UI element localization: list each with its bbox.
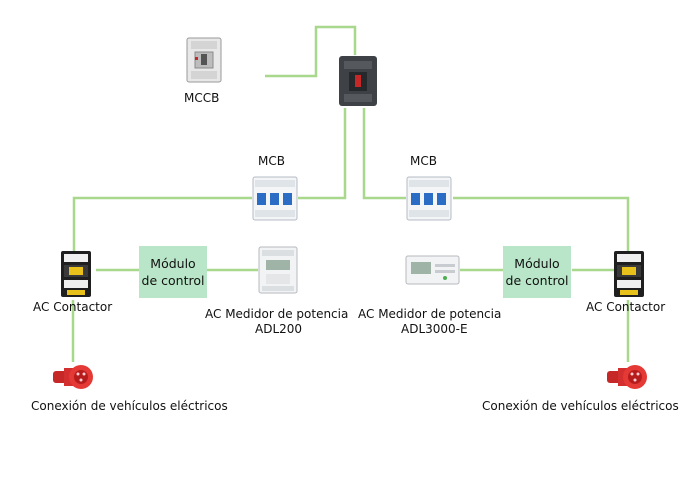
ev-plug-icon bbox=[607, 365, 647, 389]
control-module-line1: Módulo bbox=[150, 256, 196, 271]
mccb-breaker-icon bbox=[186, 37, 222, 83]
ev-right-label: Conexión de vehículos eléctricos bbox=[482, 399, 679, 413]
mcb-breaker-icon bbox=[252, 176, 298, 221]
wire-main-to-right-mcb bbox=[362, 108, 406, 200]
mcb-breaker-icon bbox=[406, 176, 452, 221]
wire-mccb-to-main bbox=[265, 25, 357, 78]
power-meter-icon bbox=[258, 246, 298, 294]
meter-left-label-line2: ADL200 bbox=[255, 322, 303, 336]
control-module-line1: Módulo bbox=[514, 256, 560, 271]
ac-contactor-icon bbox=[61, 251, 91, 297]
control-module-line2: de control bbox=[505, 273, 569, 288]
mcb-left-label: MCB bbox=[258, 154, 285, 168]
contactor-left-label: AC Contactor bbox=[33, 300, 113, 314]
mcb-right-label: MCB bbox=[410, 154, 437, 168]
ev-left-label: Conexión de vehículos eléctricos bbox=[31, 399, 228, 413]
meter-right-label-line1: AC Medidor de potencia bbox=[358, 307, 502, 321]
contactor-right-label: AC Contactor bbox=[586, 300, 666, 314]
power-meter-icon bbox=[405, 255, 460, 285]
wire-right-mcb-to-contactor bbox=[453, 196, 630, 252]
mccb-label: MCCB bbox=[184, 91, 220, 105]
main-breaker-icon bbox=[339, 56, 377, 106]
ev-plug-icon bbox=[53, 365, 93, 389]
wire-left-mcb-to-contactor bbox=[72, 196, 252, 252]
wire-main-to-left-mcb bbox=[298, 108, 347, 200]
control-module-left: Módulo de control bbox=[139, 246, 207, 298]
meter-right-label-line2: ADL3000-E bbox=[401, 322, 468, 336]
meter-left-label-line1: AC Medidor de potencia bbox=[205, 307, 349, 321]
control-module-right: Módulo de control bbox=[503, 246, 571, 298]
control-module-line2: de control bbox=[141, 273, 205, 288]
ac-contactor-icon bbox=[614, 251, 644, 297]
